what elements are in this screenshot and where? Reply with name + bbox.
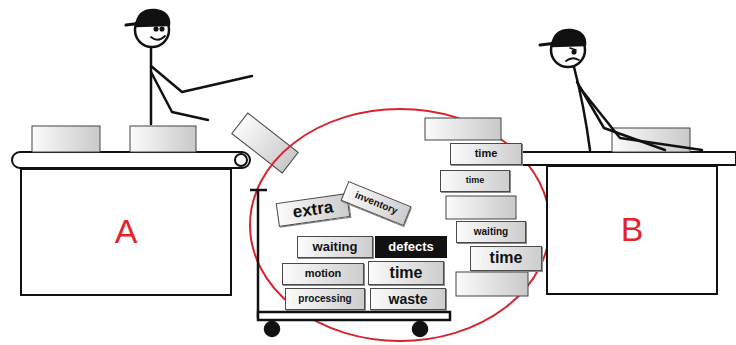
- stacked-box: time: [470, 246, 542, 271]
- eye: [155, 28, 158, 31]
- worker-a: [126, 10, 252, 124]
- waste-label: time: [490, 250, 523, 267]
- waste-label: time: [466, 176, 485, 185]
- waste-label: time: [475, 148, 498, 160]
- stacked-box: time: [440, 170, 510, 192]
- waste-label: extra: [292, 198, 335, 221]
- station-panel: B: [546, 165, 718, 295]
- waste-label: motion: [305, 268, 342, 280]
- blank-box: [425, 118, 501, 140]
- stacked-box: time: [450, 143, 522, 165]
- station-panel: A: [20, 168, 232, 296]
- waste-box: defects: [375, 236, 447, 258]
- waste-label: waste: [389, 292, 428, 307]
- cap-brim: [540, 43, 557, 45]
- body: [574, 67, 590, 150]
- waste-box: waste: [370, 288, 446, 310]
- waste-box: extra: [276, 193, 351, 227]
- cart-wheel: [265, 322, 279, 336]
- blank-box: [32, 126, 100, 152]
- arm: [151, 66, 252, 92]
- smile: [151, 36, 165, 40]
- falling-box: [232, 113, 298, 173]
- conveyor: [12, 126, 250, 168]
- cart: [250, 190, 450, 336]
- conveyor-belt: [12, 152, 250, 168]
- cap-brim: [126, 23, 142, 25]
- cart-grip: [250, 189, 267, 192]
- waste-label: processing: [298, 294, 351, 305]
- station-letter: B: [621, 212, 644, 248]
- frown: [566, 58, 579, 61]
- conveyor-roller: [235, 154, 247, 166]
- waste-box: time: [368, 261, 444, 285]
- waste-circle: [250, 109, 550, 341]
- counter-top: [522, 152, 736, 165]
- blank-box: [456, 272, 528, 296]
- blank-box: [446, 196, 516, 219]
- waste-label: time: [390, 265, 423, 282]
- blank-box: [232, 113, 298, 173]
- eye: [161, 28, 164, 31]
- worker-b: [540, 30, 702, 150]
- station-letter: A: [115, 214, 138, 250]
- eye: [573, 51, 576, 54]
- cart-base: [258, 312, 450, 320]
- stacked-box: waiting: [456, 221, 526, 243]
- cart-wheel: [413, 322, 427, 336]
- blank-box: [130, 126, 196, 152]
- waste-box: waiting: [297, 236, 373, 258]
- waste-box: motion: [282, 263, 364, 285]
- waste-label: waiting: [474, 227, 508, 238]
- body: [150, 47, 153, 124]
- cart-handle: [257, 190, 260, 318]
- waste-label: defects: [388, 240, 434, 254]
- blank-box: [612, 128, 690, 152]
- arm: [151, 72, 208, 120]
- waste-box: processing: [285, 288, 365, 310]
- waste-label: waiting: [313, 240, 358, 254]
- waste-box: inventory: [341, 181, 412, 226]
- arm: [577, 82, 665, 150]
- waste-label: inventory: [353, 190, 399, 217]
- arm: [580, 88, 702, 150]
